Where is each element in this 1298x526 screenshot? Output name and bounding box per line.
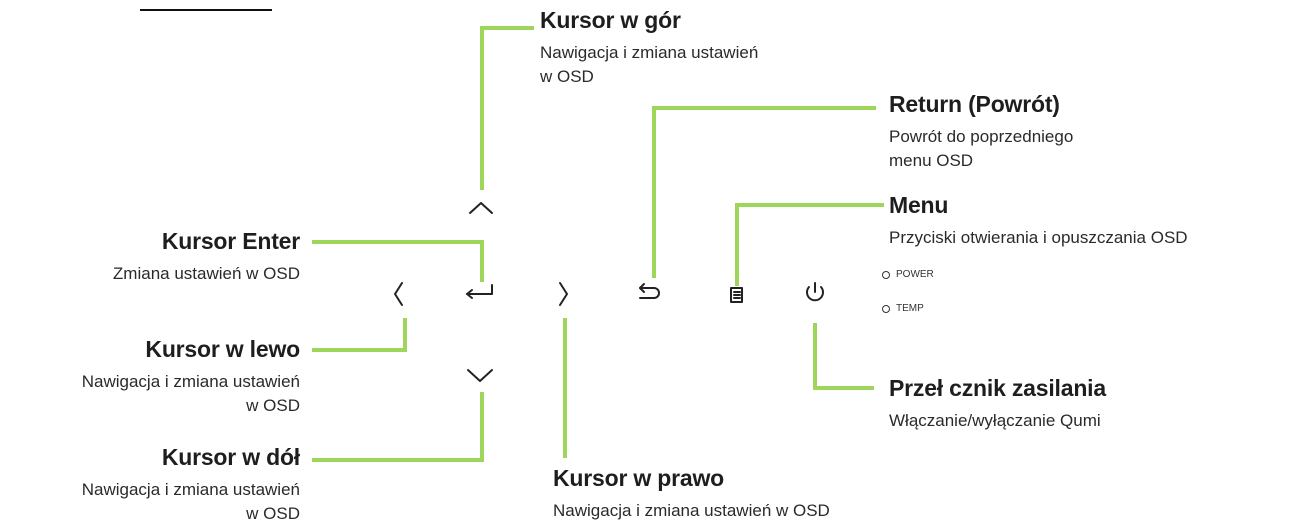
label-down: Kursor w dół Nawigacja i zmiana ustawień…: [82, 444, 300, 526]
label-up: Kursor w gór Nawigacja i zmiana ustawień…: [540, 7, 758, 89]
connector-up: [480, 26, 534, 190]
label-left: Kursor w lewo Nawigacja i zmiana ustawie…: [82, 336, 300, 418]
label-up-desc-2: w OSD: [540, 66, 594, 86]
label-enter: Kursor Enter Zmiana ustawień w OSD: [113, 228, 300, 286]
enter-icon[interactable]: [466, 284, 493, 299]
connector-enter: [312, 240, 484, 282]
label-return: Return (Powrót) Powrót do poprzedniego m…: [889, 91, 1073, 173]
menu-icon[interactable]: [730, 287, 743, 303]
power-led: POWER: [882, 269, 934, 280]
connector-return: [652, 106, 876, 278]
temp-led-icon: [882, 304, 890, 313]
label-left-desc-2: w OSD: [246, 395, 300, 415]
chevron-up-icon[interactable]: [469, 202, 493, 214]
label-down-title: Kursor w dół: [161, 444, 300, 470]
label-down-desc-2: w OSD: [246, 503, 300, 523]
chevron-right-icon[interactable]: [559, 282, 568, 306]
connector-left: [312, 318, 407, 352]
chevron-down-icon[interactable]: [467, 369, 493, 382]
temp-led: TEMP: [882, 303, 924, 314]
label-right-desc-1: Nawigacja i zmiana ustawień w OSD: [553, 500, 830, 520]
label-return-title: Return (Powrót): [889, 91, 1060, 117]
label-menu-desc-1: Przyciski otwierania i opuszczania OSD: [889, 227, 1188, 247]
label-power-title: Przeł cznik zasilania: [889, 375, 1106, 401]
label-right-title: Kursor w prawo: [553, 465, 725, 491]
power-led-icon: [882, 270, 890, 279]
temp-led-label: TEMP: [896, 303, 924, 314]
label-return-desc-2: menu OSD: [889, 150, 974, 170]
label-enter-desc-1: Zmiana ustawień w OSD: [112, 263, 300, 283]
label-left-title: Kursor w lewo: [145, 336, 300, 362]
chevron-left-icon[interactable]: [394, 282, 403, 306]
label-down-desc-1: Nawigacja i zmiana ustawień: [81, 479, 300, 499]
power-led-label: POWER: [896, 269, 934, 280]
label-return-desc-1: Powrót do poprzedniego: [889, 126, 1074, 146]
connector-power: [813, 323, 874, 390]
power-icon[interactable]: [806, 282, 824, 302]
label-left-desc-1: Nawigacja i zmiana ustawień: [81, 371, 300, 391]
label-menu: Menu Przyciski otwierania i opuszczania …: [889, 192, 1188, 250]
label-enter-title: Kursor Enter: [161, 228, 300, 254]
label-menu-title: Menu: [889, 192, 949, 218]
label-power-desc-1: Włączanie/wyłączanie Qumi: [889, 410, 1101, 430]
return-icon[interactable]: [639, 283, 660, 299]
connector-down: [312, 392, 484, 462]
label-up-desc-1: Nawigacja i zmiana ustawień: [540, 42, 759, 62]
label-right: Kursor w prawo Nawigacja i zmiana ustawi…: [553, 465, 830, 523]
label-power: Przeł cznik zasilania Włączanie/wyłączan…: [889, 375, 1106, 433]
label-up-title: Kursor w gór: [540, 7, 681, 33]
connector-menu: [735, 203, 884, 286]
